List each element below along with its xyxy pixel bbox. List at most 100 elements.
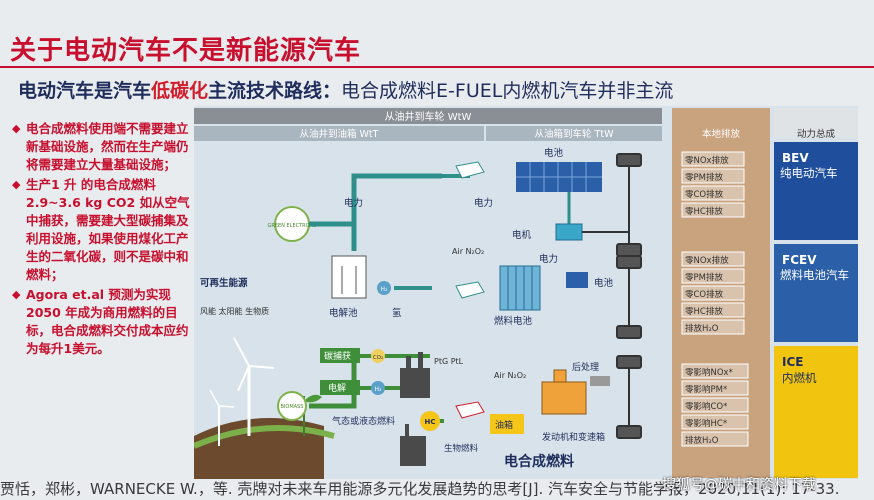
biomass-label: BIOMASS	[281, 404, 304, 410]
bullet-text: 生产1 升 的电合成燃料 2.9~3.6 kg CO2 如从空气中捕获，需要建大…	[26, 177, 190, 282]
ice-air-label: Air N₂O₂	[494, 371, 526, 380]
bullet-marker-icon: ◆	[12, 122, 21, 135]
engine-top-icon	[553, 369, 567, 383]
ice-emission-tags: 零影响NOx* 零影响PM* 零影响CO* 零影响HC* 排放H₂O	[681, 363, 749, 447]
grass-strip	[192, 425, 335, 449]
fcev-emission-tags: 零NOx排放 零PM排放 零CO排放 零HC排放 排放H₂O	[681, 251, 745, 335]
title-divider	[0, 66, 874, 68]
power-pipe	[309, 173, 442, 227]
powertrain-header-box	[774, 108, 858, 138]
ptg-ptl-label: PtG PtL	[434, 357, 464, 366]
after-treatment-icon	[590, 376, 610, 386]
emission-tag	[681, 431, 749, 447]
fuel-nozzle-icon	[455, 401, 485, 419]
emission-tag	[681, 185, 745, 201]
emission-tag-text: 零NOx排放	[685, 155, 729, 166]
wtw-header-bar	[194, 108, 662, 124]
electrolysis-box	[320, 380, 360, 395]
biomass-icon	[277, 391, 307, 421]
carbon-capture-box	[320, 348, 360, 363]
emission-tag-text: 零影响PM*	[685, 384, 727, 395]
emission-tag	[681, 302, 745, 318]
bev-name-wrap: 纯电动汽车	[780, 166, 838, 180]
emission-tag-text: 零影响HC*	[685, 418, 727, 429]
emission-tag-text: 零HC排放	[685, 306, 723, 317]
emission-tag	[681, 319, 745, 335]
ice-name: 内燃机	[782, 371, 817, 385]
h2-bubble-icon-2	[371, 381, 385, 395]
energy-pathway-diagram: 从油井到车轮 WtW 从油井到油箱 WtT 从油箱到车轮 TtW 本地排放 动力…	[192, 106, 858, 479]
hc-bubble-icon	[420, 411, 440, 431]
citation-caption: 贾恬，郑彬，WARNECKE W.，等. 壳牌对未来车用能源多元化发展趋势的思考…	[0, 480, 840, 498]
fcev-battery-icon	[566, 272, 588, 288]
powertrain-header: 动力总成	[797, 128, 836, 140]
bev-block	[774, 142, 858, 240]
hydrogen-label: 氢	[392, 307, 402, 319]
emission-tag	[681, 414, 749, 430]
electrolysis-tank-icon	[331, 255, 367, 299]
emission-tag-text: 零CO排放	[685, 189, 724, 200]
bullet-text: 电合成燃料使用端不需要建立新基础设施，然而在生产端仍将需要建立大量基础设施；	[26, 121, 189, 172]
bullet-marker-icon: ◆	[12, 288, 21, 301]
after-treatment-label: 后处理	[572, 361, 599, 373]
renewable-label: 可再生能源	[200, 277, 248, 289]
emission-tag	[681, 202, 745, 218]
emission-tag	[681, 151, 745, 167]
biofuel-label: 生物燃料	[444, 443, 479, 454]
electricity-label: 电力	[344, 197, 363, 209]
subtitle-emphasis: 低碳化	[151, 80, 209, 102]
fcev-code: FCEV	[782, 253, 817, 267]
h2-symbol-2: H₂	[375, 386, 383, 393]
co2-bubble-icon	[371, 349, 385, 363]
slide-subtitle: 电动汽车是汽车低碳化主流技术路线：电合成燃料E-FUEL内燃机汽车并非主流	[18, 76, 673, 103]
fcev-name-wrap: 燃料电池汽车	[780, 268, 849, 282]
bev-emission-tags: 零NOx排放 零PM排放 零CO排放 零HC排放	[681, 151, 745, 218]
watermark-text: 搜狐号@碳中和资料下载	[662, 477, 816, 493]
diagram-canvas: 从油井到车轮 WtW 从油井到油箱 WtT 从油箱到车轮 TtW 本地排放 动力…	[192, 108, 858, 479]
bullet-item: ◆ 电合成燃料使用端不需要建立新基础设施，然而在生产端仍将需要建立大量基础设施；	[12, 120, 190, 174]
carbon-capture-label: 碳捕获	[324, 350, 351, 362]
motor-icon	[555, 223, 583, 241]
fuel-tank-label: 油箱	[495, 419, 513, 431]
engine-label: 发动机和变速箱	[542, 431, 605, 443]
bullet-list: ◆电合成燃料使用端不需要建立新基础设施，然而在生产端仍将需要建立大量基础设施； …	[12, 120, 190, 360]
bullet-text: Agora et.al 预测为实现2050 年成为商用燃料的目标，电合成燃料交付…	[26, 287, 189, 356]
emission-tag-text: 零CO排放	[685, 289, 724, 300]
emission-tag-text: 零PM排放	[685, 272, 723, 283]
bev-code: BEV	[782, 151, 809, 165]
emission-tag	[681, 397, 749, 413]
motor-label: 电机	[512, 229, 532, 241]
electrolysis-label: 电解池	[329, 307, 358, 319]
h2-bubble-icon	[377, 281, 391, 295]
wtt-header-bar	[194, 126, 484, 141]
ttw-header: 从油箱到车轮 TtW	[535, 128, 615, 140]
bev-name: 纯电动汽车	[780, 166, 838, 180]
emission-tag	[681, 363, 749, 379]
green-electrons-label: GREEN ELECTRONS	[268, 223, 317, 229]
wtw-header: 从油井到车轮 WtW	[385, 110, 472, 123]
electricity-label-top: 电力	[474, 197, 493, 209]
emission-tag-text: 零影响CO*	[685, 401, 727, 412]
bev-chassis-icon	[582, 153, 642, 257]
fuel-tank-icon	[490, 414, 524, 434]
emission-tag	[681, 380, 749, 396]
efuel-label: 电合成燃料	[504, 453, 574, 470]
co2-symbol: CO₂	[373, 355, 383, 361]
emission-tag-text: 排放H₂O	[685, 435, 719, 446]
bullet-item: ◆ 生产1 升 的电合成燃料 2.9~3.6 kg CO2 如从空气中捕获，需要建…	[12, 176, 190, 284]
renewable-sub-label: 风能 太阳能 生物质	[200, 306, 269, 316]
fcev-name: 燃料电池汽车	[780, 268, 849, 282]
slide-title: 关于电动汽车不是新能源汽车	[10, 36, 362, 66]
bullet-marker-icon: ◆	[12, 178, 21, 191]
fcev-electricity-label: 电力	[539, 253, 558, 265]
fcev-block	[774, 244, 858, 342]
emission-tag	[681, 251, 745, 267]
charger-icon	[455, 161, 485, 179]
gas-liquid-fuel-label: 气态或液态燃料	[332, 415, 395, 427]
fcev-chassis-icon	[616, 255, 642, 339]
hydrogen-nozzle-icon	[455, 281, 485, 299]
local-emissions-header: 本地排放	[702, 128, 741, 140]
emission-tag	[681, 268, 745, 284]
emission-tag-text: 零NOx排放	[685, 255, 729, 266]
emission-tag-text: 零PM排放	[685, 172, 723, 183]
